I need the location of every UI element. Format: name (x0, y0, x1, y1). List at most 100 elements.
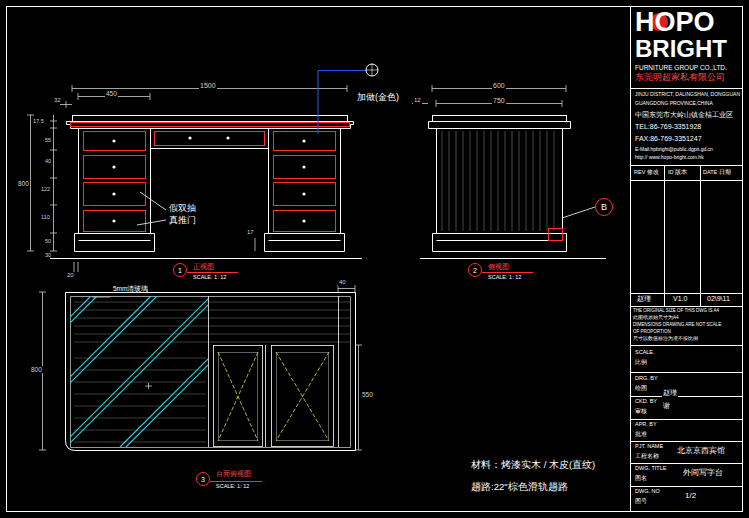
drawing-path (74, 262, 78, 272)
drawing-label: JINJU DISTRICT, DALINGSHAN, DONGGUAN (634, 92, 741, 98)
drawing-label: 800 (17, 180, 30, 187)
drawing-path (74, 302, 350, 442)
drawing-label: BRIGHT (634, 36, 728, 62)
drawing-label: 尺寸以数值标注为准不按比例 (632, 337, 699, 342)
drawing-path (50, 258, 606, 259)
drawing-label: 800 (30, 366, 43, 373)
drawing-label: 北京京西宾馆 (676, 447, 726, 456)
drawing-g (429, 116, 571, 252)
drawing-label: 工程名称 (634, 453, 660, 459)
callout-number: 2 (473, 267, 477, 274)
drawing-rect (151, 129, 269, 149)
drawing-label: ID 版本 (667, 169, 688, 175)
drawing-rect (84, 211, 146, 232)
drawing-label: 审核 (634, 408, 648, 414)
drawing-path (145, 383, 152, 389)
drawing-label: 50 (44, 238, 52, 244)
drawing-label: 此图纸原始尺寸为A4 (632, 316, 680, 321)
drawing-rect (549, 229, 563, 241)
callout-circle: 1 (173, 263, 187, 277)
drawing-rect (79, 129, 151, 234)
drawing-label: 赵瑾 (662, 389, 678, 397)
drawing-circle (302, 165, 305, 168)
drawing-label: 20 (66, 272, 75, 279)
drawing-path (366, 64, 378, 76)
drawing-label: 40 (338, 279, 347, 286)
drawing-label: 东莞明超家私有限公司 (634, 73, 726, 83)
drawing-label: FURNITURE GROUP CO.,LTD. (634, 64, 728, 71)
drawing-label: TEL:86-769-3351928 (634, 123, 702, 131)
drawing-g (71, 123, 350, 232)
drawing-path (429, 122, 571, 129)
drawing-path (255, 238, 256, 251)
drawing-label: GUANGDONG PROVINCE,CHINA (634, 101, 714, 107)
drawing-g (112, 136, 305, 222)
drawing-path (75, 234, 345, 252)
drawing-label: 趟路:22"棕色滑轨趟路 (470, 482, 569, 492)
drawing-label: 图号 (634, 498, 648, 504)
drawing-label: SCALE: 1: 12 (192, 274, 227, 280)
drawing-path (60, 101, 72, 108)
drawing-label: 图名 (634, 475, 648, 481)
drawing-g (70, 296, 208, 447)
drawing-label: http:// www.hopo-bright.com.hk (634, 155, 705, 161)
drawing-label: 12 (413, 97, 422, 104)
drawing-circle (112, 165, 115, 168)
drawing-label: SCALE: 1: 12 (215, 483, 250, 489)
drawing-label: OF PROPORTION (632, 330, 672, 335)
drawing-label: 1/2 (684, 492, 697, 501)
callout-number: 1 (178, 267, 182, 274)
drawing-rect (71, 123, 350, 127)
drawing-label: 32 (53, 97, 62, 104)
drawing-label: 正视图 (192, 263, 215, 271)
drawing-label: 赵瑾 (636, 295, 652, 303)
drawing-rect (274, 183, 336, 206)
drawing-label: 1500 (199, 82, 217, 90)
drawing-g (39, 285, 362, 450)
drawing-label: 550 (361, 391, 374, 398)
drawing-g (50, 116, 606, 259)
drawing-label: 批准 (634, 431, 648, 437)
drawing-label: HOPO (634, 8, 716, 38)
drawing-rect (84, 132, 146, 151)
drawing-label: 外间写字台 (682, 469, 724, 478)
drawing-g (7, 7, 744, 512)
drawing-path (92, 297, 110, 298)
drawing-label: 02\9\11 (706, 295, 731, 303)
callout-circle: 3 (196, 472, 210, 486)
drawing-label: SCALE: 1: 12 (487, 274, 522, 280)
drawing-rect (274, 211, 336, 232)
drawing-label: 比例 (634, 359, 648, 365)
drawing-label: 台面俯视图 (215, 470, 252, 478)
drawing-rect (73, 116, 348, 122)
drawing-label: 40 (44, 158, 52, 164)
drawing-label: 5mm清玻璃 (112, 285, 149, 292)
drawing-label: 材料：烤漆实木 / 木皮(直纹) (470, 460, 596, 470)
drawing-label: 侧视图 (487, 263, 510, 271)
callout-circle: B (595, 198, 613, 216)
drawing-label: E-Mail:hpbright@public.dgptt.gd.cn (634, 147, 714, 153)
drawing-label: REV 修改 (633, 169, 660, 175)
drawing-label: 110 (40, 214, 51, 220)
drawing-circle (366, 64, 378, 76)
drawing-rect (274, 132, 336, 151)
drawing-path (562, 207, 595, 218)
drawing-path (209, 296, 339, 447)
drawing-circle (112, 219, 115, 222)
drawing-circle (302, 139, 305, 142)
drawing-g (27, 85, 347, 272)
drawing-label: DWG. NO (634, 488, 661, 494)
drawing-label: 600 (492, 82, 506, 90)
drawing-path (50, 115, 57, 251)
drawing-label: 绘图 (634, 385, 648, 391)
drawing-path (70, 296, 208, 447)
drawing-path (71, 297, 351, 448)
drawing-path (66, 293, 356, 451)
drawing-rect (437, 129, 563, 234)
drawing-label: 中国东莞市大岭山镇金桔工业区 (634, 111, 734, 118)
callout-number: 3 (201, 476, 205, 483)
drawing-rect (155, 132, 265, 146)
drawing-label: 17 (246, 229, 255, 236)
drawing-circle (112, 192, 115, 195)
drawing-label: 122 (40, 186, 51, 192)
